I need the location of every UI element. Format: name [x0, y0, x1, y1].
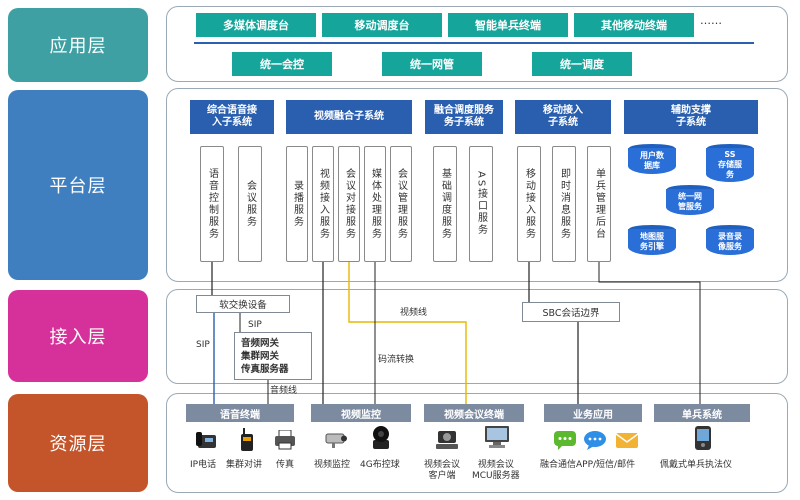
chat-bubble-icon — [552, 428, 578, 452]
service-instant-message: 即时消息服务 — [552, 146, 576, 262]
label-video-line: 视频线 — [400, 308, 428, 318]
service-as-interface: AS接口服务 — [469, 146, 493, 262]
service-conference: 会议服务 — [238, 146, 262, 262]
bullet-camera-icon — [324, 428, 350, 452]
group-header-business: 业务应用 — [544, 404, 642, 422]
app-item-unified-conf: 统一会控 — [232, 52, 332, 76]
layer-label-access: 接入层 — [8, 290, 148, 382]
subsystem-header-video: 视频融合子系统 — [286, 100, 412, 134]
message-bubble-icon — [582, 428, 608, 452]
service-voice-control: 语音控制服务 — [200, 146, 224, 262]
envelope-icon — [614, 428, 640, 452]
mcu-terminal-icon — [480, 425, 514, 449]
cylinder-unified-nm: 统一网管服务 — [666, 184, 714, 215]
app-item-multimedia: 多媒体调度台 — [196, 13, 316, 37]
service-basic-dispatch: 基础调度服务 — [433, 146, 457, 262]
ip-phone-icon — [194, 428, 220, 452]
app-item-mobile-console: 移动调度台 — [322, 13, 442, 37]
app-divider — [194, 42, 754, 44]
softswitch-box: 软交换设备 — [196, 295, 290, 313]
subsystem-header-voice: 综合语音接入子系统 — [190, 100, 274, 134]
cylinder-recording: 录音录像服务 — [706, 224, 754, 255]
service-mobile-access: 移动接入服务 — [517, 146, 541, 262]
conference-camera-icon — [434, 428, 460, 452]
app-ellipsis: …… — [700, 14, 722, 27]
service-conf-management: 会议管理服务 — [390, 146, 412, 262]
device-label-business-app: 融合通信APP/短信/邮件 — [540, 460, 636, 470]
label-audio-line: 音频线 — [270, 386, 298, 396]
label-transcode: 码流转换 — [378, 355, 415, 365]
gateway-box: 音频网关 集群网关 传真服务器 — [234, 332, 312, 380]
service-recording: 录播服务 — [286, 146, 308, 262]
walkie-talkie-icon — [234, 428, 260, 452]
subsystem-header-support: 辅助支撑子系统 — [624, 100, 758, 134]
service-soldier-backend: 单兵管理后台 — [587, 146, 611, 262]
device-label-ip-phone: IP电话 — [190, 460, 217, 470]
dome-camera-icon — [368, 425, 394, 449]
label-sip-1: SIP — [196, 340, 210, 350]
service-conf-docking: 会议对接服务 — [338, 146, 360, 262]
label-sip-2: SIP — [248, 320, 262, 330]
app-item-smart-terminal: 智能单兵终端 — [448, 13, 568, 37]
device-label-4g-dome: 4G布控球 — [360, 460, 400, 470]
sbc-box: SBC会话边界 — [522, 302, 620, 322]
device-label-video-monitoring: 视频监控 — [314, 460, 351, 470]
service-video-access: 视频接入服务 — [312, 146, 334, 262]
cylinder-user-db: 用户数据库 — [628, 143, 676, 174]
layer-label-platform: 平台层 — [8, 90, 148, 280]
app-item-other-terminal: 其他移动终端 — [574, 13, 694, 37]
app-item-unified-nm: 统一网管 — [382, 52, 482, 76]
group-header-soldier: 单兵系统 — [654, 404, 750, 422]
service-media-processing: 媒体处理服务 — [364, 146, 386, 262]
device-label-fax: 传真 — [276, 460, 295, 470]
app-item-unified-dispatch: 统一调度 — [532, 52, 632, 76]
group-header-video-conf: 视频会议终端 — [424, 404, 524, 422]
subsystem-header-dispatch: 融合调度服务务子系统 — [425, 100, 503, 134]
fax-icon — [272, 428, 298, 452]
cylinder-map-engine: 地图服务引擎 — [628, 224, 676, 255]
group-header-video-monitoring: 视频监控 — [311, 404, 411, 422]
subsystem-header-mobile: 移动接入子系统 — [515, 100, 611, 134]
group-header-voice: 语音终端 — [186, 404, 294, 422]
bodycam-icon — [690, 426, 716, 450]
layer-label-resource: 资源层 — [8, 394, 148, 492]
layer-label-app: 应用层 — [8, 8, 148, 82]
device-label-trunk-radio: 集群对讲 — [226, 460, 263, 470]
device-label-conf-client: 视频会议客户端 — [424, 460, 461, 481]
device-label-bodycam: 佩戴式单兵执法仪 — [660, 460, 733, 470]
